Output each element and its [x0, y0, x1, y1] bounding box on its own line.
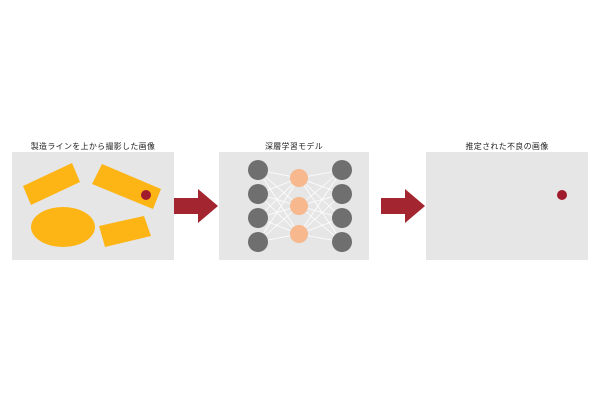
part-ellipse — [31, 207, 95, 247]
input-node — [248, 160, 268, 180]
network-edge — [298, 177, 343, 243]
network-edge — [257, 169, 300, 235]
arrow-2 — [381, 189, 425, 223]
stage-label-deep-learning-model: 深層学習モデル — [264, 142, 324, 151]
part-rect-top-right — [92, 164, 161, 209]
hidden-node — [290, 225, 308, 243]
input-node — [248, 232, 268, 252]
network-edge — [298, 169, 343, 235]
production-parts — [23, 163, 161, 247]
network-nodes — [248, 160, 352, 252]
part-rect-bottom-right — [99, 216, 151, 247]
part-rect-top-left — [23, 163, 80, 205]
defect-dot-output — [557, 190, 567, 200]
output-node — [332, 208, 352, 228]
hidden-node — [290, 197, 308, 215]
input-node — [248, 184, 268, 204]
output-image-panel — [426, 152, 588, 260]
arrow-1 — [174, 189, 218, 223]
input-node — [248, 208, 268, 228]
stage-label-estimated-defect-image: 推定された不良の画像 — [465, 142, 549, 151]
output-node — [332, 160, 352, 180]
stage-label-input-image: 製造ラインを上から撮影した画像 — [30, 142, 156, 151]
output-node — [332, 184, 352, 204]
defect-dot-input — [141, 190, 151, 200]
output-node — [332, 232, 352, 252]
network-edge — [257, 177, 300, 243]
hidden-node — [290, 169, 308, 187]
